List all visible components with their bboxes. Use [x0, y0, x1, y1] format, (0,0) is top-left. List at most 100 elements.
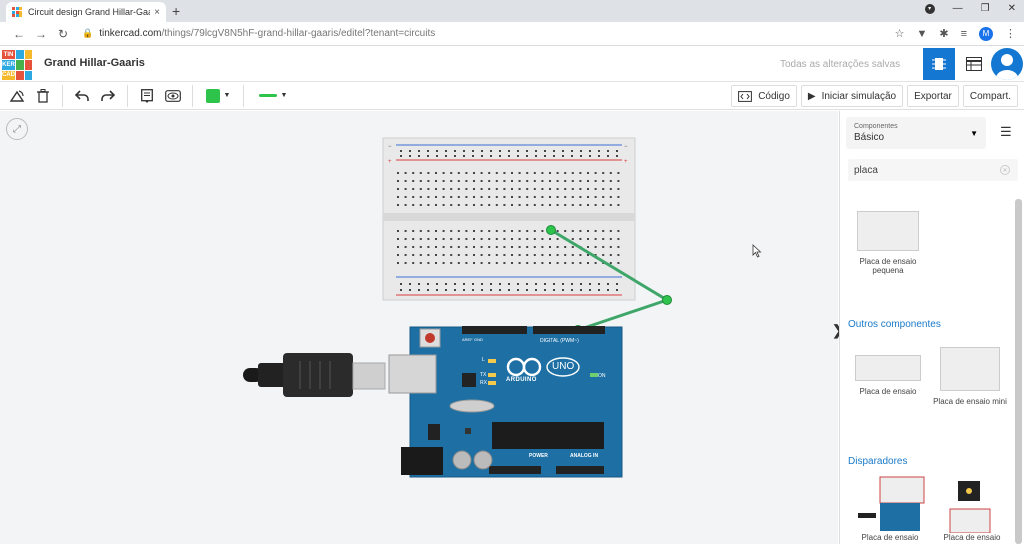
rotate-button[interactable]	[4, 84, 30, 108]
browser-extensions: ☆ ▼ ✱ ≡ M ⋮	[894, 26, 1016, 41]
browser-tab-strip: Circuit design Grand Hillar-Gaaris × + ▾…	[0, 0, 1024, 22]
new-tab-button[interactable]: +	[172, 3, 181, 19]
undo-button[interactable]	[69, 84, 95, 108]
list-view-icon[interactable]: ☰	[1000, 124, 1012, 139]
editor-toolbar: ▼ ▼ Código ▶ Iniciar simulação Exportar …	[0, 82, 1024, 110]
code-icon	[738, 90, 753, 102]
logo-cell	[16, 70, 24, 80]
component-card[interactable]: Placa de ensaio	[850, 473, 930, 542]
component-label: Placa de ensaio mini	[933, 397, 1007, 406]
play-icon: ▶	[807, 90, 816, 102]
panel-scrollbar[interactable]	[1015, 199, 1022, 544]
zoom-to-fit-icon[interactable]: ⤢	[6, 118, 28, 140]
svg-text:−: −	[624, 144, 628, 150]
color-swatch	[205, 88, 220, 103]
redo-icon	[101, 89, 115, 101]
start-simulation-label: Iniciar simulação	[821, 90, 897, 102]
component-card[interactable]: Placa de ensaio	[932, 473, 1012, 542]
on-led-label: ON	[598, 373, 606, 379]
logo-cell	[24, 70, 32, 80]
share-button[interactable]: Compart.	[962, 85, 1018, 107]
component-card[interactable]: Placa de ensaio	[848, 355, 928, 396]
reload-icon[interactable]: ↻	[57, 26, 69, 41]
logo-cell: KER	[2, 60, 15, 70]
kebab-menu-icon[interactable]: ⋮	[1005, 28, 1016, 40]
tab-title: Circuit design Grand Hillar-Gaaris	[28, 7, 151, 17]
notes-button[interactable]	[134, 84, 160, 108]
rx-led-label: RX	[480, 380, 487, 386]
wire-color-picker[interactable]: ▼	[199, 84, 237, 108]
wire-style-icon	[258, 94, 277, 97]
l-led-label: L	[482, 357, 485, 363]
start-simulation-button[interactable]: ▶ Iniciar simulação	[800, 85, 904, 107]
svg-text:−: −	[388, 144, 392, 150]
arduino-brand: ARDUINO	[506, 377, 537, 383]
component-card[interactable]: Placa de ensaio mini	[930, 347, 1010, 406]
circuit-view-button[interactable]	[923, 48, 955, 80]
chrome-menu-icon[interactable]: ▾	[924, 3, 935, 14]
minimize-icon[interactable]: —	[952, 3, 963, 14]
media-icon[interactable]: ≡	[960, 27, 967, 40]
breadboard[interactable]: − + − +	[382, 137, 636, 301]
visibility-button[interactable]	[160, 84, 186, 108]
tab-close-icon[interactable]: ×	[154, 6, 160, 18]
breadboard-holes	[397, 150, 620, 291]
user-silhouette-icon	[996, 54, 1018, 80]
component-label: Placa de ensaio	[943, 533, 1001, 542]
component-search-input[interactable]	[848, 159, 1018, 181]
usb-cable[interactable]	[243, 353, 386, 397]
close-window-icon[interactable]: ✕	[1007, 3, 1016, 14]
address-bar: ← → ↻ 🔒 tinkercad.com /things/79lcgV8N5h…	[0, 22, 1024, 46]
code-button-label: Código	[758, 90, 790, 102]
toolbar-actions: Código ▶ Iniciar simulação Exportar Comp…	[731, 85, 1018, 107]
components-panel: Componentes Básico ▼ ☰ ✕ Placa de ensaio…	[839, 111, 1024, 544]
component-list-button[interactable]	[958, 48, 990, 80]
code-button[interactable]: Código	[731, 85, 797, 107]
url-field[interactable]: 🔒 tinkercad.com /things/79lcgV8N5hF-gran…	[82, 28, 435, 39]
toolbar-divider	[243, 84, 244, 107]
digital-pins-label: DIGITAL (PWM~)	[540, 338, 579, 344]
tinkercad-logo[interactable]: TIN KER CAD	[2, 50, 32, 80]
export-button[interactable]: Exportar	[907, 85, 959, 107]
export-label: Exportar	[914, 90, 952, 102]
extension-filter-icon[interactable]: ▼	[916, 27, 928, 40]
section-title-other: Outros componentes	[848, 319, 941, 330]
trash-icon	[37, 88, 49, 103]
restore-icon[interactable]: ❐	[980, 3, 990, 14]
back-icon[interactable]: ←	[13, 26, 25, 41]
breadboard-thumbnail	[855, 355, 921, 381]
redo-button[interactable]	[95, 84, 121, 108]
logo-cell	[24, 50, 32, 60]
user-avatar[interactable]	[991, 48, 1023, 80]
delete-button[interactable]	[30, 84, 56, 108]
component-card[interactable]: Placa de ensaio pequena	[848, 211, 928, 275]
components-select-value: Básico	[854, 132, 885, 143]
clear-search-icon[interactable]: ✕	[1000, 165, 1010, 175]
window-controls: ▾ — ❐ ✕	[924, 3, 1016, 14]
forward-icon[interactable]: →	[35, 26, 47, 41]
notes-icon	[141, 88, 153, 103]
caret-down-icon: ▼	[280, 92, 288, 99]
arduino-uno-board[interactable]	[388, 326, 623, 478]
app-header: TIN KER CAD Grand Hillar-Gaaris Todas as…	[0, 46, 1024, 82]
tx-led-label: TX	[480, 372, 487, 378]
browser-tab[interactable]: Circuit design Grand Hillar-Gaaris ×	[6, 2, 166, 22]
share-label: Compart.	[969, 90, 1011, 102]
components-category-select[interactable]: Componentes Básico ▼	[846, 117, 986, 149]
workplane-canvas[interactable]: ⤢ − + − +	[0, 111, 838, 544]
rotate-icon	[9, 89, 25, 102]
puzzle-icon[interactable]: ✱	[939, 28, 949, 40]
wire-type-picker[interactable]: ▼	[250, 84, 296, 108]
circuit-drawing: − + − +	[243, 137, 672, 478]
toolbar-divider	[62, 84, 63, 107]
mini-breadboard-thumbnail	[940, 347, 1000, 391]
collapse-panel-icon[interactable]: ❯	[832, 322, 844, 338]
logo-cell	[16, 60, 24, 70]
profile-avatar[interactable]: M	[979, 26, 993, 41]
chip-icon	[932, 58, 946, 70]
project-title[interactable]: Grand Hillar-Gaaris	[44, 57, 145, 69]
caret-down-icon: ▼	[970, 129, 978, 138]
star-icon[interactable]: ☆	[894, 28, 905, 40]
url-path: /things/79lcgV8N5hF-grand-hillar-gaaris/…	[161, 28, 436, 39]
url-host: tinkercad.com	[99, 28, 162, 39]
